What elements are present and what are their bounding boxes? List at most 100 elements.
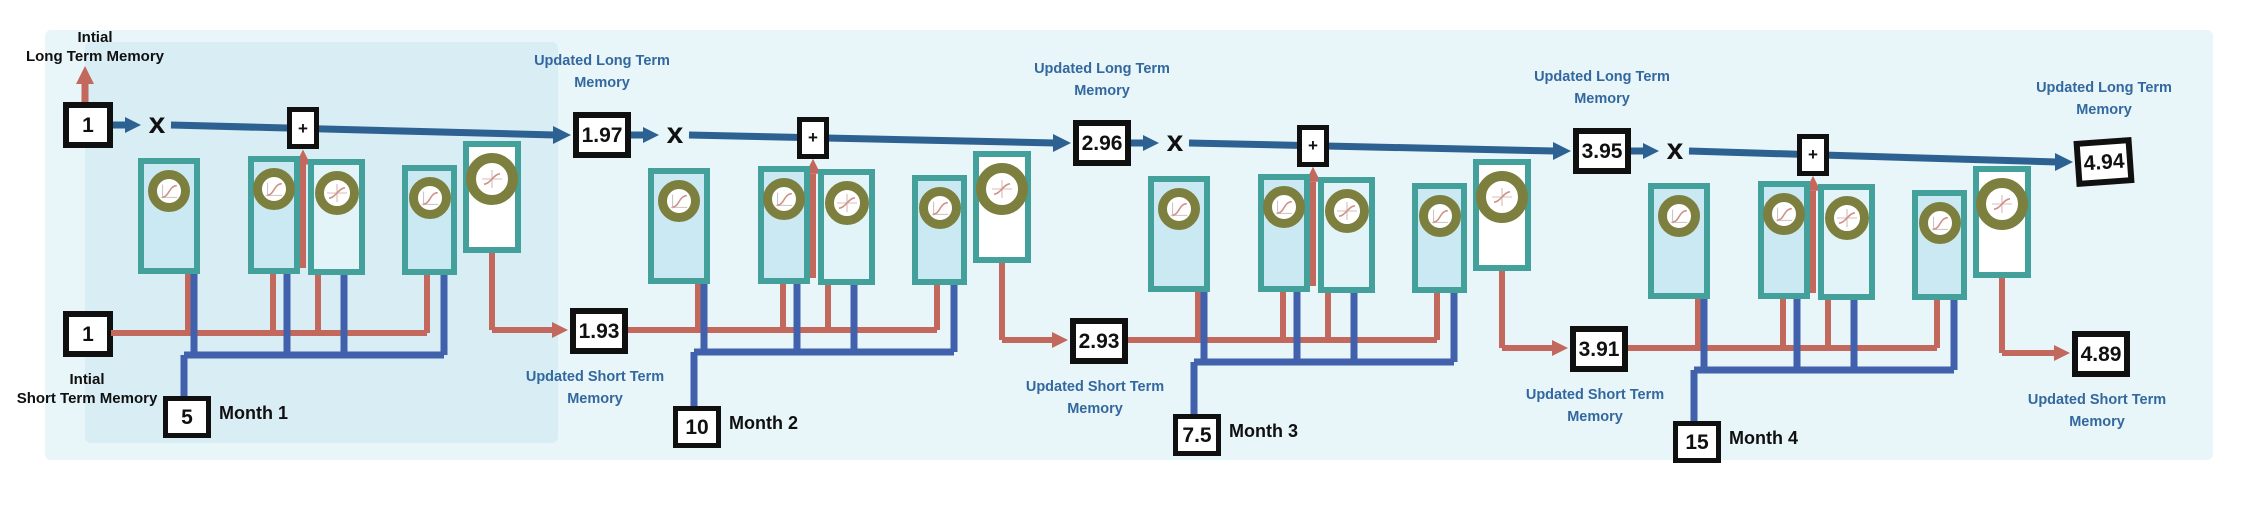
ltm-arrowhead [125, 117, 141, 133]
updated-stm-label-line2: Memory [1567, 409, 1623, 425]
candidate-tanh-gate [308, 159, 365, 275]
activation-circle [408, 177, 451, 219]
month-label: Month 2 [729, 413, 798, 433]
updated-short-term-memory-value: 3.91 [1570, 326, 1628, 372]
sigmoid-icon [1931, 216, 1948, 231]
updated-ltm-label-line1: Updated Long Term [1534, 69, 1670, 85]
sigmoid-icon [1275, 200, 1293, 215]
activation-circle [1824, 196, 1869, 240]
sigmoid-gate-1 [1758, 181, 1810, 299]
updated-ltm-label-line2: Memory [1574, 91, 1630, 107]
updated-stm-label-line1: Updated Short Term [2027, 392, 2167, 408]
activation-circle [658, 180, 700, 222]
updated-ltm-label-line1: Updated Long Term [534, 53, 670, 69]
sigmoid-gate-0 [1648, 183, 1710, 299]
sigmoid-icon [1431, 209, 1448, 224]
updated-short-term-memory-value: 2.93 [1070, 318, 1128, 364]
sigmoid-icon [670, 194, 688, 209]
output-tanh-gate [1973, 166, 2031, 278]
multiply-symbol: x [148, 106, 166, 140]
activation-circle [314, 171, 359, 215]
sigmoid-icon [160, 184, 178, 199]
ltm-arrowhead [1143, 135, 1159, 151]
add-operator-box: + [287, 107, 319, 150]
updated-ltm-label-line2: Memory [2076, 102, 2132, 118]
activation-circle [1763, 193, 1805, 235]
sigmoid-gate-1 [1258, 174, 1310, 292]
output-tanh-gate [973, 151, 1031, 263]
stm-arrowhead [552, 322, 568, 338]
updated-stm-label-line1: Updated Short Term [525, 369, 665, 385]
sigmoid-gate-3 [1912, 190, 1967, 300]
ltm-arrowhead [2055, 153, 2073, 171]
sigmoid-gate-0 [648, 168, 710, 284]
updated-long-term-memory-value: 3.95 [1573, 128, 1631, 174]
activation-circle [976, 163, 1028, 215]
sigmoid-gate-1 [758, 166, 810, 284]
sigmoid-icon [1670, 209, 1688, 224]
initial-ltm-label-line2: Long Term Memory [25, 48, 165, 65]
stm-arrowhead [1552, 340, 1568, 356]
updated-stm-label-line2: Memory [567, 391, 623, 407]
sigmoid-gate-3 [402, 165, 457, 275]
updated-ltm-label-line2: Memory [1074, 83, 1130, 99]
updated-short-term-memory-value: 1.93 [570, 308, 628, 354]
ltm-wire [1188, 139, 1556, 155]
updated-ltm-label-line1: Updated Long Term [1034, 61, 1170, 77]
activation-circle [1976, 178, 2028, 230]
output-tanh-gate [463, 141, 521, 253]
activation-circle [1918, 202, 1961, 244]
activation-circle [1418, 195, 1461, 237]
updated-ltm-label-line1: Updated Long Term [2036, 80, 2172, 96]
initial-stm-label-line1: Intial [69, 371, 105, 388]
sigmoid-icon [421, 191, 438, 206]
sigmoid-gate-0 [138, 158, 200, 274]
stm-arrowhead [2054, 345, 2070, 361]
sigmoid-icon [265, 182, 283, 197]
activation-circle [824, 181, 869, 225]
activation-circle [1324, 189, 1369, 233]
initial-short-term-memory-value: 1 [63, 311, 113, 357]
ltm-arrowhead [1553, 142, 1571, 160]
tanh-icon [1836, 209, 1857, 227]
sigmoid-gate-0 [1148, 176, 1210, 292]
activation-circle [466, 153, 518, 205]
tanh-icon [1992, 195, 2012, 213]
add-operator-box: + [1797, 133, 1829, 176]
tanh-icon [836, 194, 857, 212]
activation-circle [1263, 186, 1305, 228]
activation-circle [1476, 171, 1528, 223]
activation-circle [253, 168, 295, 210]
tanh-icon [482, 170, 502, 188]
activation-circle [763, 178, 805, 220]
ltm-wire [1688, 147, 2058, 166]
month-input-value: 10 [673, 406, 721, 448]
initial-stm-label-line2: Short Term Memory [16, 390, 158, 407]
initial-long-term-memory-value: 1 [63, 102, 113, 148]
ltm-arrowhead [643, 127, 659, 143]
add-operator-box: + [1297, 124, 1329, 167]
sigmoid-icon [931, 201, 948, 216]
initial-ltm-label-line1: Intial [77, 29, 113, 46]
ltm-arrowhead [553, 126, 571, 144]
ltm-wire [170, 121, 556, 139]
candidate-tanh-gate [818, 169, 875, 285]
candidate-tanh-gate [1818, 184, 1875, 300]
ltm-arrowhead [1643, 143, 1659, 159]
updated-long-term-memory-value: 1.97 [573, 112, 631, 158]
multiply-symbol: x [1666, 132, 1684, 166]
activation-circle [1158, 188, 1200, 230]
updated-stm-label-line1: Updated Short Term [1525, 387, 1665, 403]
month-input-value: 5 [163, 396, 211, 438]
sigmoid-icon [1775, 207, 1793, 222]
